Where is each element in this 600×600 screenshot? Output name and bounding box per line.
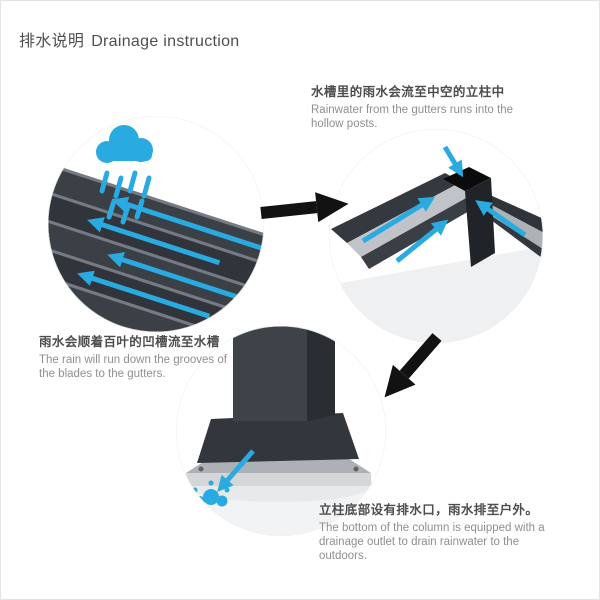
step-gutter-caption-en: Rainwater from the gutters runs into the…	[311, 103, 513, 130]
rain-drops-icon	[99, 170, 152, 225]
water-flow-arrow	[77, 196, 262, 319]
step-column-caption: 立柱底部设有排水口，雨水排至户外。 The bottom of the colu…	[319, 503, 563, 563]
step-column-caption-zh: 立柱底部设有排水口，雨水排至户外。	[319, 503, 539, 517]
step-gutter-caption-zh: 水槽里的雨水会流至中空的立柱中	[311, 85, 505, 99]
drain-flow-arrow	[217, 449, 255, 493]
gutter-corner-illustration	[329, 129, 543, 343]
step-roof-caption-zh: 雨水会顺着百叶的凹槽流至水槽	[39, 335, 220, 349]
flow-arrow-down-left	[384, 333, 442, 398]
step-roof-caption: 雨水会顺着百叶的凹槽流至水槽 The rain will run down th…	[39, 335, 244, 381]
page-title-zh: 排水说明	[19, 33, 85, 50]
water-flow-arrow	[361, 145, 527, 263]
step-roof-caption-en: The rain will run down the grooves of th…	[39, 353, 227, 380]
step-gutter-caption: 水槽里的雨水会流至中空的立柱中 Rainwater from the gutte…	[311, 85, 529, 131]
hollow-post-opening	[443, 167, 491, 191]
page-title-en: Drainage instruction	[91, 33, 240, 50]
page-title: 排水说明 Drainage instruction	[19, 27, 240, 51]
rain-cloud-icon	[96, 125, 153, 163]
flow-arrow-right	[260, 192, 349, 223]
step-column-caption-en: The bottom of the column is equipped wit…	[319, 521, 545, 562]
gutter-channel-highlight	[48, 148, 57, 331]
